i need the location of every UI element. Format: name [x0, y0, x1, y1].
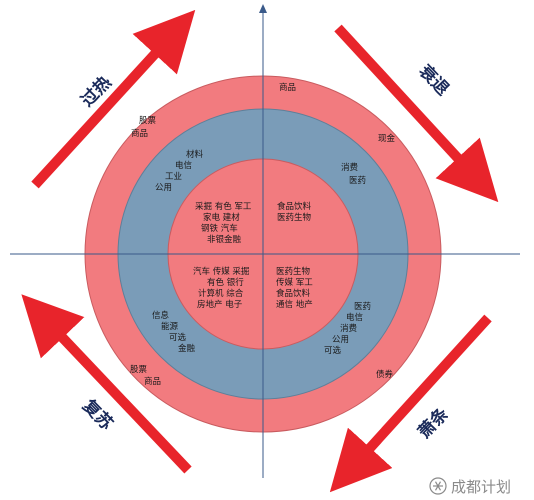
- phase-stagflation: 萧条: [414, 403, 453, 443]
- inner-top-right-2: 医药生物: [277, 212, 312, 223]
- inner-top-left-3: 钢铁 汽车: [201, 223, 238, 234]
- inner-bottom-left-3: 计算机 综合: [198, 288, 244, 299]
- snowflake-icon: [429, 477, 447, 495]
- middle-bottom-right-1: 医药: [354, 301, 371, 312]
- inner-bottom-left-2: 有色 银行: [207, 277, 244, 288]
- outer-top-right-commodities: 商品: [279, 82, 296, 93]
- outer-bottom-left-stocks: 股票: [130, 365, 148, 375]
- arrow-recession: [334, 24, 499, 203]
- inner-bottom-left-1: 汽车 传媒 采掘: [193, 266, 249, 277]
- watermark: 成都计划: [429, 477, 511, 496]
- middle-top-left-2: 电信: [175, 160, 193, 171]
- vertical-axis-arrowhead: [259, 4, 267, 13]
- inner-bottom-right-2: 传媒 军工: [276, 277, 313, 288]
- middle-bottom-left-4: 金融: [178, 343, 196, 354]
- middle-bottom-right-5: 可选: [324, 345, 342, 356]
- phase-recovery: 复苏: [78, 395, 117, 435]
- middle-bottom-right-3: 消费: [340, 323, 358, 334]
- inner-top-right-1: 食品饮料: [277, 201, 312, 212]
- phase-recession: 衰退: [414, 60, 453, 100]
- middle-top-left-1: 材料: [186, 149, 204, 160]
- inner-bottom-right-4: 通信 地产: [276, 299, 313, 310]
- outer-top-left-stocks: 股票: [139, 116, 157, 126]
- inner-top-left-4: 非银金融: [207, 234, 242, 245]
- arrow-recovery: [21, 294, 192, 474]
- middle-bottom-left-3: 可选: [169, 332, 187, 343]
- middle-bottom-right-4: 公用: [332, 335, 349, 345]
- middle-bottom-left-1: 信息: [152, 310, 170, 321]
- inner-bottom-right-3: 食品饮料: [276, 288, 311, 299]
- inner-bottom-left-4: 房地产 电子: [197, 299, 243, 310]
- inner-top-left-1: 采掘 有色 军工: [195, 201, 252, 212]
- inner-bottom-right-1: 医药生物: [276, 266, 311, 277]
- middle-bottom-left-2: 能源: [161, 321, 179, 332]
- inner-top-left-2: 家电 建材: [203, 212, 240, 223]
- middle-top-right-2: 医药: [349, 175, 366, 186]
- arrow-overheat: [31, 9, 196, 189]
- middle-top-left-3: 工业: [165, 171, 182, 182]
- outer-top-left-commodities: 商品: [131, 128, 148, 139]
- middle-top-right-1: 消费: [341, 162, 359, 173]
- watermark-text: 成都计划: [451, 478, 511, 496]
- outer-top-right-cash: 现金: [378, 133, 396, 144]
- outer-bottom-left-commodities: 商品: [144, 376, 161, 387]
- middle-bottom-right-2: 电信: [346, 312, 364, 323]
- arrow-stagflation: [329, 314, 492, 493]
- middle-top-left-4: 公用: [155, 183, 172, 193]
- outer-bottom-right-bonds: 债券: [376, 369, 394, 380]
